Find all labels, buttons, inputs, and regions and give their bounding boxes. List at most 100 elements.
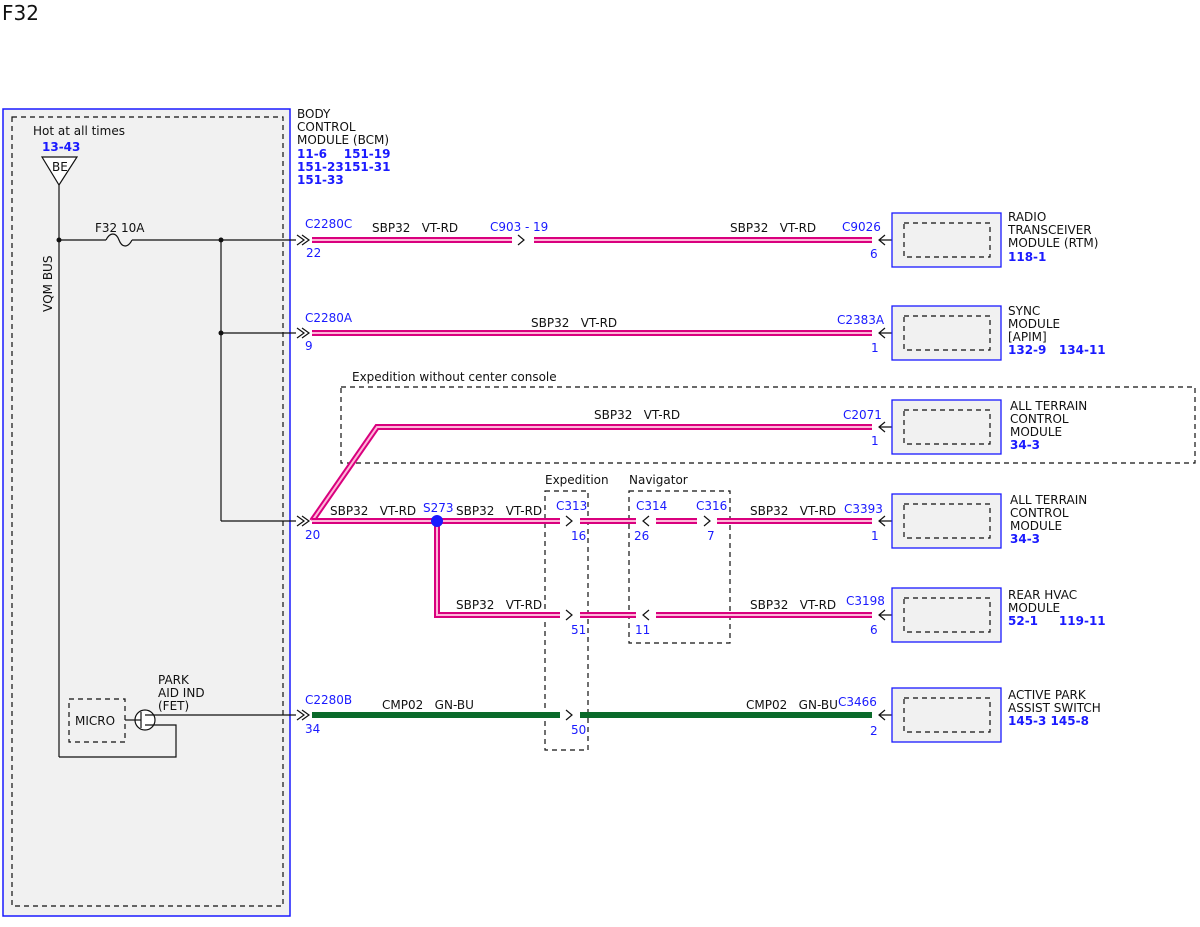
zone-expedition-label: Expedition	[545, 473, 609, 487]
module-box-park-assist	[891, 687, 1002, 743]
vqm-bus-label: VQM BUS	[41, 256, 55, 312]
c313-arrow-bot-icon	[565, 709, 573, 721]
c903-dash: -	[525, 220, 529, 234]
atcm2-name-2: CONTROL	[1010, 506, 1069, 520]
park-aid-line-1: PARK	[158, 673, 190, 687]
pin-c2071: 1	[871, 434, 879, 448]
rtm-ref: 118-1	[1008, 250, 1046, 264]
park-aid-line-2: AID IND	[158, 686, 205, 700]
hot-at-all-times-label: Hot at all times	[33, 124, 125, 138]
pin-c2280b: 34	[305, 722, 320, 736]
rtm-name-3: MODULE (RTM)	[1008, 236, 1098, 250]
wire-label-park-b: CMP02 GN-BU	[746, 698, 838, 712]
atcm1-ref: 34-3	[1010, 438, 1040, 452]
pin-c2280a: 9	[305, 339, 313, 353]
module-box-atcm-2	[891, 493, 1002, 549]
sync-ref: 132-9 134-11	[1008, 343, 1106, 357]
rtm-name-1: RADIO	[1008, 210, 1046, 224]
pin-c9026: 6	[870, 247, 878, 261]
zone-no-console	[340, 386, 1196, 464]
atcm1-name-3: MODULE	[1010, 425, 1062, 439]
pin-c3393: 1	[871, 529, 879, 543]
connector-c316: C316	[696, 499, 727, 513]
bcm-name-line-2: CONTROL	[297, 120, 356, 134]
pin-c3466: 2	[870, 724, 878, 738]
c903-arrow-icon	[517, 234, 525, 246]
wire-label-row4-a: SBP32 VT-RD	[330, 504, 416, 518]
sync-name-1: SYNC	[1008, 304, 1040, 318]
pin-c3198: 6	[870, 623, 878, 637]
fuse-icon	[105, 233, 133, 247]
c313-arrow-top-icon	[565, 515, 573, 527]
pin-c314-mid: 11	[635, 623, 650, 637]
bcm-inner-boundary	[11, 116, 284, 907]
pin-c903: 19	[533, 220, 548, 234]
fuse-label: F32 10A	[95, 221, 145, 235]
wire-label-row4-c: SBP32 VT-RD	[750, 504, 836, 518]
pin-c314-top: 26	[634, 529, 649, 543]
page-title: F32	[2, 1, 39, 25]
pin-c316: 7	[707, 529, 715, 543]
atcm2-ref: 34-3	[1010, 532, 1040, 546]
bcm-outline	[2, 108, 291, 917]
connector-c3466: C3466	[838, 695, 877, 709]
park-ref: 145-3 145-8	[1008, 714, 1089, 728]
pin-c313-bot: 50	[571, 723, 586, 737]
zone-navigator	[628, 490, 731, 644]
pin-c2280c: 22	[306, 246, 321, 260]
connector-c314: C314	[636, 499, 667, 513]
connector-c903: C903	[490, 220, 521, 234]
atcm2-name-1: ALL TERRAIN	[1010, 493, 1087, 507]
park-name-1: ACTIVE PARK	[1008, 688, 1087, 702]
wire-label-row4-b: SBP32 VT-RD	[456, 504, 542, 518]
pin-bcm-20: 20	[305, 528, 320, 542]
wire-label-rtm-left: SBP32 VT-RD	[372, 221, 458, 235]
bcm-name-line-3: MODULE (BCM)	[297, 133, 389, 147]
hvac-ref: 52-1 119-11	[1008, 614, 1106, 628]
hvac-name-1: REAR HVAC	[1008, 588, 1077, 602]
bcm-ref-line-1: 11-6 151-19	[297, 147, 390, 161]
sync-name-3: [APIM]	[1008, 330, 1047, 344]
zone-navigator-label: Navigator	[629, 473, 688, 487]
atcm2-name-3: MODULE	[1010, 519, 1062, 533]
bus-triangle-icon	[40, 156, 79, 187]
bcm-ref-line-3: 151-33	[297, 173, 344, 187]
zone-no-console-label: Expedition without center console	[352, 370, 557, 384]
rtm-name-2: TRANSCEIVER	[1007, 223, 1092, 237]
wire-rear-hvac	[434, 521, 872, 618]
connector-c2280c: C2280C	[305, 217, 352, 231]
connector-c2280b: C2280B	[305, 693, 352, 707]
pin-c313-top: 16	[571, 529, 586, 543]
pin-c313-mid: 51	[571, 623, 586, 637]
bcm-arrow-22	[296, 234, 311, 246]
c314-arrow-top-icon	[642, 515, 650, 527]
sync-name-2: MODULE	[1008, 317, 1060, 331]
wire-label-rtm-right: SBP32 VT-RD	[730, 221, 816, 235]
bcm-arrow-34	[296, 709, 311, 721]
bus-symbol-label: BE	[52, 160, 68, 174]
connector-c3198: C3198	[846, 594, 885, 608]
pin-c2383a: 1	[871, 341, 879, 355]
splice-s273-label: S273	[423, 501, 454, 515]
connector-c2280a: C2280A	[305, 311, 353, 325]
park-aid-line-3: (FET)	[158, 699, 189, 713]
wire-label-row5-a: SBP32 VT-RD	[456, 598, 542, 612]
module-box-rtm	[891, 212, 1002, 268]
c313-arrow-mid-icon	[565, 609, 573, 621]
module-box-atcm-1	[891, 399, 1002, 455]
hot-ref: 13-43	[42, 140, 80, 154]
connector-c9026: C9026	[842, 220, 881, 234]
wire-label-row5-b: SBP32 VT-RD	[750, 598, 836, 612]
micro-box	[68, 698, 126, 743]
zone-expedition	[544, 490, 589, 751]
module-box-rear-hvac	[891, 587, 1002, 643]
c314-arrow-mid-icon	[642, 609, 650, 621]
atcm1-name-2: CONTROL	[1010, 412, 1069, 426]
bcm-name-line-1: BODY	[297, 107, 331, 121]
fet-source-to-bus	[59, 724, 177, 758]
connector-c3393: C3393	[844, 502, 883, 516]
bcm-arrow-20	[296, 515, 311, 527]
bcm-ref-line-2: 151-23151-31	[297, 160, 390, 174]
connector-c313: C313	[556, 499, 587, 513]
